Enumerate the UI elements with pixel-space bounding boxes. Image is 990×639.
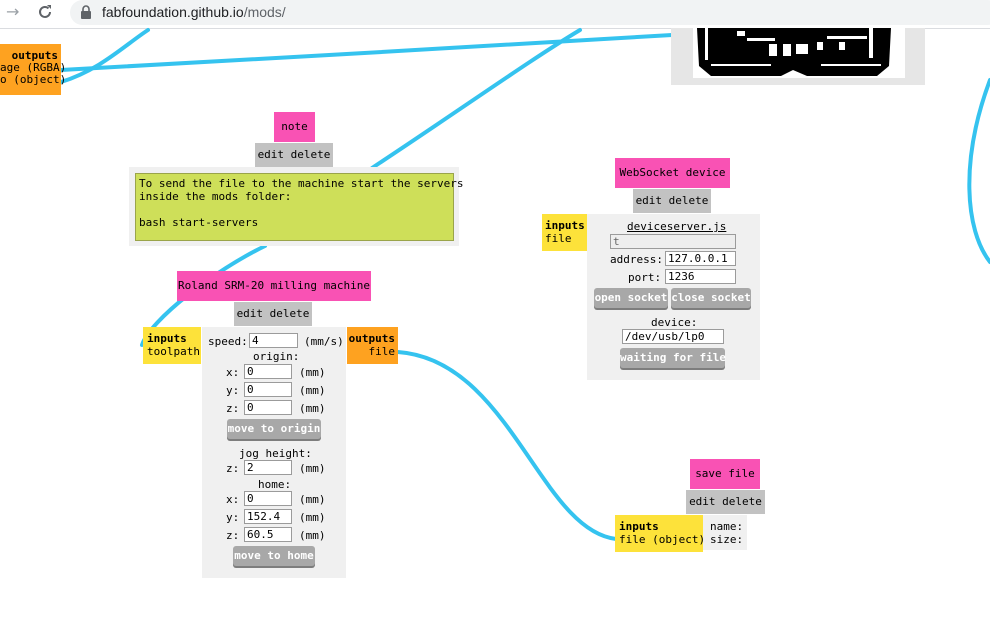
inputs-label: inputs <box>545 219 585 232</box>
origin-x-label: x: <box>226 366 240 379</box>
home-y-input[interactable]: 152.4 <box>244 509 292 524</box>
input-file[interactable]: file <box>545 232 572 245</box>
open-socket-button[interactable]: open socket <box>594 288 668 308</box>
home-z-input[interactable]: 60.5 <box>244 527 292 542</box>
name-label: name: <box>710 520 744 533</box>
mm-unit: (mm) <box>299 402 326 415</box>
image-preview <box>671 28 925 85</box>
port-label: port: <box>628 271 662 284</box>
waiting-for-file-button[interactable]: waiting for file <box>620 348 726 368</box>
jog-z-label: z: <box>226 462 240 475</box>
inputs-label: inputs <box>147 332 187 345</box>
websocket-title[interactable]: WebSocket device <box>615 158 730 188</box>
mm-unit: (mm) <box>299 462 326 475</box>
close-socket-button[interactable]: close socket <box>671 288 751 308</box>
note-title[interactable]: note <box>274 112 315 142</box>
origin-z-label: z: <box>226 402 240 415</box>
move-to-home-button[interactable]: move to home <box>233 546 315 566</box>
outputs-label: outputs <box>348 332 395 345</box>
input-file-object[interactable]: file (object) <box>619 533 706 546</box>
jog-height-label: jog height: <box>239 447 312 460</box>
mm-unit: (mm) <box>299 493 326 506</box>
home-x-label: x: <box>226 493 240 506</box>
outputs-label: outputs <box>11 49 58 62</box>
url-domain: fabfoundation.github.io <box>102 4 244 20</box>
input-toolpath[interactable]: toolpath <box>147 345 200 358</box>
save-file-edit-delete[interactable]: edit delete <box>686 490 765 514</box>
top-left-outputs: outputs age (RGBA) o (object) <box>0 44 67 95</box>
url-text[interactable]: fabfoundation.github.io/mods/ <box>102 4 286 20</box>
origin-label: origin: <box>253 350 300 363</box>
note-textarea[interactable]: To send the file to the machine start th… <box>135 173 464 241</box>
mm-unit: (mm) <box>299 511 326 524</box>
status-field: t <box>610 234 736 249</box>
wire <box>59 28 150 84</box>
save-file-panel <box>703 515 747 550</box>
speed-input[interactable]: 4 <box>249 333 298 348</box>
address-input[interactable]: 127.0.0.1 <box>665 251 736 266</box>
output-file[interactable]: file <box>368 345 396 358</box>
address-bar[interactable] <box>70 0 990 25</box>
origin-z-input[interactable]: 0 <box>244 400 292 415</box>
size-label: size: <box>710 533 744 546</box>
lock-icon <box>80 5 92 22</box>
roland-title[interactable]: Roland SRM-20 milling machine <box>177 271 371 301</box>
websocket-inputs: inputs file <box>542 214 587 251</box>
mm-unit: (mm) <box>299 384 326 397</box>
reload-icon[interactable] <box>36 3 54 24</box>
save-file-inputs: inputs file (object) <box>615 515 706 552</box>
output-image-rgba[interactable]: age (RGBA) <box>0 61 67 74</box>
arrow-right-icon[interactable]: → <box>6 2 20 21</box>
port-input[interactable]: 1236 <box>665 269 736 284</box>
mm-unit: (mm) <box>299 529 326 542</box>
home-label: home: <box>258 478 292 491</box>
origin-x-input[interactable]: 0 <box>244 364 292 379</box>
device-input[interactable]: /dev/usb/lp0 <box>622 329 724 344</box>
address-label: address: <box>610 253 663 266</box>
home-z-label: z: <box>226 529 240 542</box>
roland-outputs: outputs file <box>347 327 398 364</box>
speed-unit: (mm/s) <box>304 335 344 348</box>
wire <box>396 350 618 541</box>
jog-z-input[interactable]: 2 <box>244 460 292 475</box>
roland-inputs: inputs toolpath <box>143 327 201 364</box>
origin-y-label: y: <box>226 384 240 397</box>
deviceserver-link[interactable]: deviceserver.js <box>627 220 727 233</box>
save-file-title[interactable]: save file <box>690 459 760 489</box>
origin-y-input[interactable]: 0 <box>244 382 292 397</box>
websocket-edit-delete[interactable]: edit delete <box>633 189 711 213</box>
speed-label: speed: <box>208 335 248 348</box>
roland-edit-delete[interactable]: edit delete <box>234 302 312 326</box>
device-label: device: <box>651 316 698 329</box>
wire <box>59 33 674 72</box>
url-path: /mods/ <box>243 4 286 20</box>
home-y-label: y: <box>226 511 240 524</box>
note-edit-delete[interactable]: edit delete <box>255 143 333 167</box>
move-to-origin-button[interactable]: move to origin <box>227 419 321 439</box>
mm-unit: (mm) <box>299 366 326 379</box>
wire <box>967 78 990 264</box>
inputs-label: inputs <box>619 520 659 533</box>
wire <box>370 28 582 170</box>
output-object[interactable]: o (object) <box>0 73 67 86</box>
home-x-input[interactable]: 0 <box>244 491 292 506</box>
